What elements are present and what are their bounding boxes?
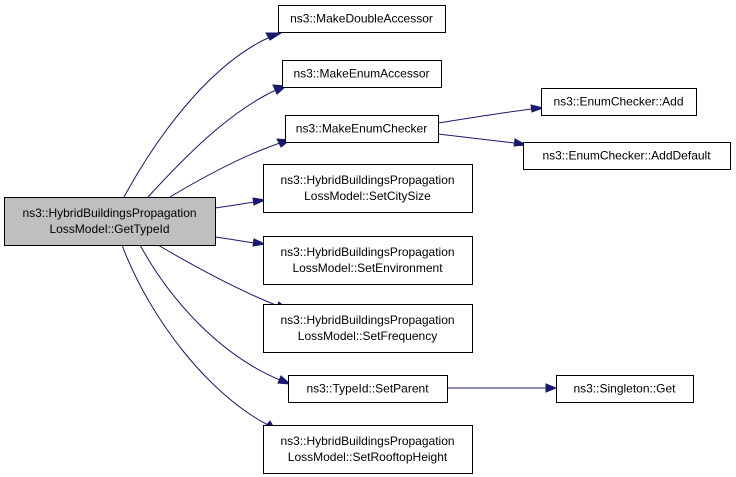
- node-box: [523, 142, 731, 170]
- node-box: [263, 164, 473, 213]
- node-box: [263, 236, 473, 285]
- node-box: [282, 60, 442, 88]
- edge-root-to-typeid_set_parent: [139, 244, 292, 385]
- edge-line: [157, 244, 279, 307]
- node-label-line: ns3::Singleton::Get: [573, 382, 676, 396]
- node-typeid-set-parent[interactable]: ns3::TypeId::SetParent: [288, 375, 448, 403]
- edge-line: [121, 244, 269, 426]
- arrowhead-icon: [545, 383, 558, 393]
- node-box: [285, 115, 439, 143]
- node-make-enum-accessor[interactable]: ns3::MakeEnumAccessor: [282, 60, 442, 88]
- node-box: [556, 375, 694, 403]
- edge-root-to-set_environment: [214, 236, 267, 247]
- node-enum-checker-add-default[interactable]: ns3::EnumChecker::AddDefault: [523, 142, 731, 170]
- node-box: [263, 304, 473, 353]
- edge-root-to-set_city_size: [214, 197, 267, 209]
- node-label-line: ns3::HybridBuildingsPropagation: [280, 173, 454, 187]
- node-enum-checker-add[interactable]: ns3::EnumChecker::Add: [541, 88, 697, 116]
- nodes: ns3::HybridBuildingsPropagationLossModel…: [4, 5, 731, 474]
- edge-root-to-set_rooftop_height: [121, 244, 278, 432]
- node-box: [541, 88, 697, 116]
- node-label-line: LossModel::GetTypeId: [49, 222, 169, 236]
- node-make-enum-checker[interactable]: ns3::MakeEnumChecker: [285, 115, 439, 143]
- node-label-line: LossModel::SetCitySize: [304, 189, 431, 203]
- node-box: [4, 197, 216, 246]
- node-set-frequency[interactable]: ns3::HybridBuildingsPropagationLossModel…: [263, 304, 473, 353]
- node-set-city-size[interactable]: ns3::HybridBuildingsPropagationLossModel…: [263, 164, 473, 213]
- node-label-line: ns3::EnumChecker::AddDefault: [542, 149, 711, 163]
- arrowhead-icon: [265, 32, 283, 41]
- edge-line: [123, 36, 271, 198]
- edge-line: [437, 133, 515, 144]
- node-make-double-accessor[interactable]: ns3::MakeDoubleAccessor: [278, 5, 446, 33]
- node-singleton-get[interactable]: ns3::Singleton::Get: [556, 375, 694, 403]
- node-label-line: LossModel::SetRooftopHeight: [288, 450, 448, 464]
- arrowhead-icon: [530, 104, 545, 113]
- node-set-environment[interactable]: ns3::HybridBuildingsPropagationLossModel…: [263, 236, 473, 285]
- edge-line: [147, 89, 277, 198]
- edge-make_enum_checker-to-enum_checker_add_default: [437, 133, 528, 147]
- node-label-line: ns3::MakeDoubleAccessor: [290, 12, 433, 26]
- node-label-line: ns3::HybridBuildingsPropagation: [22, 206, 196, 220]
- edge-line: [437, 108, 533, 124]
- node-label-line: LossModel::SetFrequency: [298, 329, 437, 343]
- arrowhead-icon: [277, 375, 292, 385]
- edge-line: [214, 201, 255, 209]
- edge-line: [214, 236, 255, 244]
- node-box: [278, 5, 446, 33]
- node-label-line: ns3::HybridBuildingsPropagation: [280, 245, 454, 259]
- node-label-line: ns3::MakeEnumAccessor: [293, 67, 429, 81]
- edge-line: [139, 244, 281, 381]
- edge-typeid_set_parent-to-singleton_get: [447, 383, 558, 393]
- node-label-line: LossModel::SetEnvironment: [292, 261, 443, 275]
- node-box: [288, 375, 448, 403]
- arrowhead-icon: [252, 238, 267, 247]
- node-label-line: ns3::HybridBuildingsPropagation: [280, 313, 454, 327]
- arrowhead-icon: [252, 197, 267, 206]
- node-set-rooftop-height[interactable]: ns3::HybridBuildingsPropagationLossModel…: [263, 425, 473, 474]
- node-label-line: ns3::EnumChecker::Add: [553, 95, 683, 109]
- node-label-line: ns3::TypeId::SetParent: [306, 382, 429, 396]
- node-label-line: ns3::HybridBuildingsPropagation: [280, 434, 454, 448]
- node-label-line: ns3::MakeEnumChecker: [296, 122, 427, 136]
- edge-make_enum_checker-to-enum_checker_add: [437, 104, 545, 124]
- edge-root-to-make_double_accessor: [123, 32, 283, 198]
- node-root: ns3::HybridBuildingsPropagationLossModel…: [4, 197, 216, 246]
- node-box: [263, 425, 473, 474]
- edge-line: [169, 142, 281, 198]
